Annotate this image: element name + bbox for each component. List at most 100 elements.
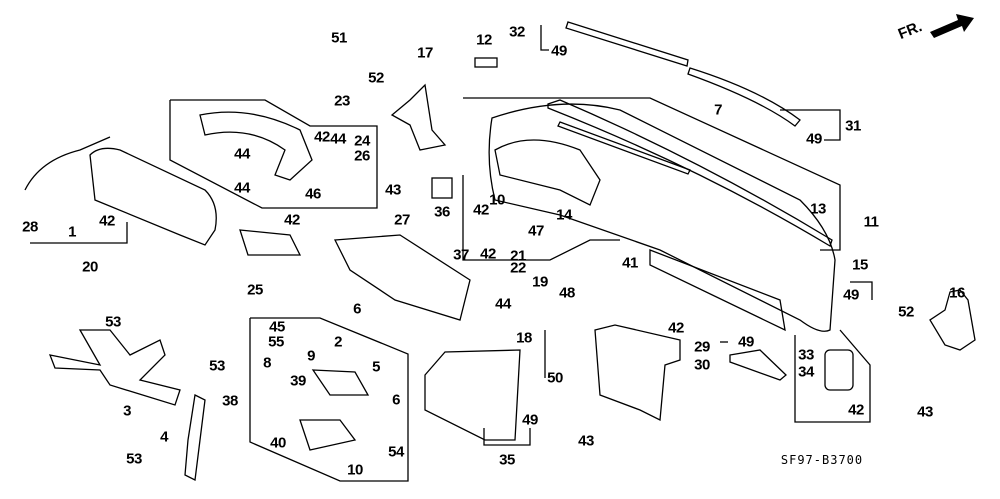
instrument-garnish xyxy=(89,147,217,246)
callout-54: 54 xyxy=(388,443,404,461)
callout-24: 24 xyxy=(354,132,370,150)
callout-46: 46 xyxy=(305,185,321,203)
group-31-bracket xyxy=(780,109,841,141)
callout-1: 1 xyxy=(68,223,76,241)
callout-42: 42 xyxy=(848,401,864,419)
callout-31: 31 xyxy=(845,117,861,135)
callout-38: 38 xyxy=(222,392,238,410)
group-11-outline xyxy=(463,97,841,251)
dashboard-defroster-strip xyxy=(557,121,691,175)
callout-53: 53 xyxy=(105,313,121,331)
callout-6: 6 xyxy=(353,300,361,318)
dashboard-upper-trim xyxy=(547,99,833,247)
callout-47: 47 xyxy=(528,222,544,240)
bracket-17 xyxy=(390,83,447,151)
group-32-bracket xyxy=(540,25,549,51)
callout-2: 2 xyxy=(334,333,342,351)
callout-42: 42 xyxy=(668,319,684,337)
callout-10: 10 xyxy=(489,191,505,209)
callout-8: 8 xyxy=(263,354,271,372)
stay-4 xyxy=(184,394,206,481)
dashboard-panel xyxy=(488,103,836,332)
callout-28: 28 xyxy=(22,218,38,236)
callout-43: 43 xyxy=(578,432,594,450)
callout-42: 42 xyxy=(480,245,496,263)
callout-45: 45 xyxy=(269,318,285,336)
defroster-grille-31 xyxy=(687,67,801,127)
callout-40: 40 xyxy=(270,434,286,452)
callout-37: 37 xyxy=(453,246,469,264)
callout-44: 44 xyxy=(234,145,250,163)
callout-17: 17 xyxy=(417,44,433,62)
bracket-16 xyxy=(929,289,976,351)
callout-20: 20 xyxy=(82,258,98,276)
console-panel xyxy=(311,369,370,396)
callout-5: 5 xyxy=(372,358,380,376)
callout-44: 44 xyxy=(234,179,250,197)
steering-hanger xyxy=(48,329,181,406)
callout-15: 15 xyxy=(852,256,868,274)
callout-49: 49 xyxy=(551,42,567,60)
group-15-bracket xyxy=(850,281,873,300)
callout-25: 25 xyxy=(247,281,263,299)
callout-3: 3 xyxy=(123,402,131,420)
callout-35: 35 xyxy=(499,451,515,469)
callout-43: 43 xyxy=(385,181,401,199)
callout-44: 44 xyxy=(495,295,511,313)
callout-44: 44 xyxy=(330,130,346,148)
callout-13: 13 xyxy=(810,200,826,218)
callout-42: 42 xyxy=(314,128,330,146)
harness xyxy=(24,136,111,191)
callout-9: 9 xyxy=(307,347,315,365)
arrow-right-icon xyxy=(930,14,974,38)
callout-7: 7 xyxy=(714,101,722,119)
callout-10: 10 xyxy=(347,461,363,479)
callout-43: 43 xyxy=(917,403,933,421)
meter-visor xyxy=(199,111,313,181)
group-23-outline xyxy=(169,99,378,209)
callout-14: 14 xyxy=(556,206,572,224)
callout-53: 53 xyxy=(126,450,142,468)
callout-42: 42 xyxy=(284,211,300,229)
callout-42: 42 xyxy=(473,201,489,219)
pad-36 xyxy=(431,177,453,199)
group-35-bracket xyxy=(483,428,531,446)
lower-cover xyxy=(239,229,302,256)
group-21-outline xyxy=(462,175,620,261)
defroster-grille-32 xyxy=(565,21,689,67)
group-20-bracket xyxy=(30,222,128,244)
callout-41: 41 xyxy=(622,254,638,272)
callout-12: 12 xyxy=(476,31,492,49)
diagram-code: SF97-B3700 xyxy=(780,453,864,467)
callout-49: 49 xyxy=(522,411,538,429)
callout-16: 16 xyxy=(949,284,965,302)
callout-52: 52 xyxy=(368,69,384,87)
callout-52: 52 xyxy=(898,303,914,321)
bracket-18 xyxy=(594,324,681,422)
callout-48: 48 xyxy=(559,284,575,302)
callout-33: 33 xyxy=(798,346,814,364)
pad-12 xyxy=(474,57,498,68)
side-vent xyxy=(824,349,854,391)
callout-36: 36 xyxy=(434,203,450,221)
console-lower xyxy=(299,419,357,451)
callout-19: 19 xyxy=(532,273,548,291)
garnish-29 xyxy=(729,349,787,381)
callout-18: 18 xyxy=(516,329,532,347)
callout-23: 23 xyxy=(334,92,350,110)
glove-opening xyxy=(649,249,786,332)
callout-4: 4 xyxy=(160,428,168,446)
callout-22: 22 xyxy=(510,259,526,277)
callout-29: 29 xyxy=(694,338,710,356)
callout-11: 11 xyxy=(863,213,879,231)
center-panel xyxy=(424,349,521,441)
callout-49: 49 xyxy=(843,286,859,304)
callout-27: 27 xyxy=(394,211,410,229)
callout-30: 30 xyxy=(694,356,710,374)
callout-32: 32 xyxy=(509,23,525,41)
group-right-lower xyxy=(794,329,871,423)
callout-55: 55 xyxy=(268,333,284,351)
callout-50: 50 xyxy=(547,369,563,387)
